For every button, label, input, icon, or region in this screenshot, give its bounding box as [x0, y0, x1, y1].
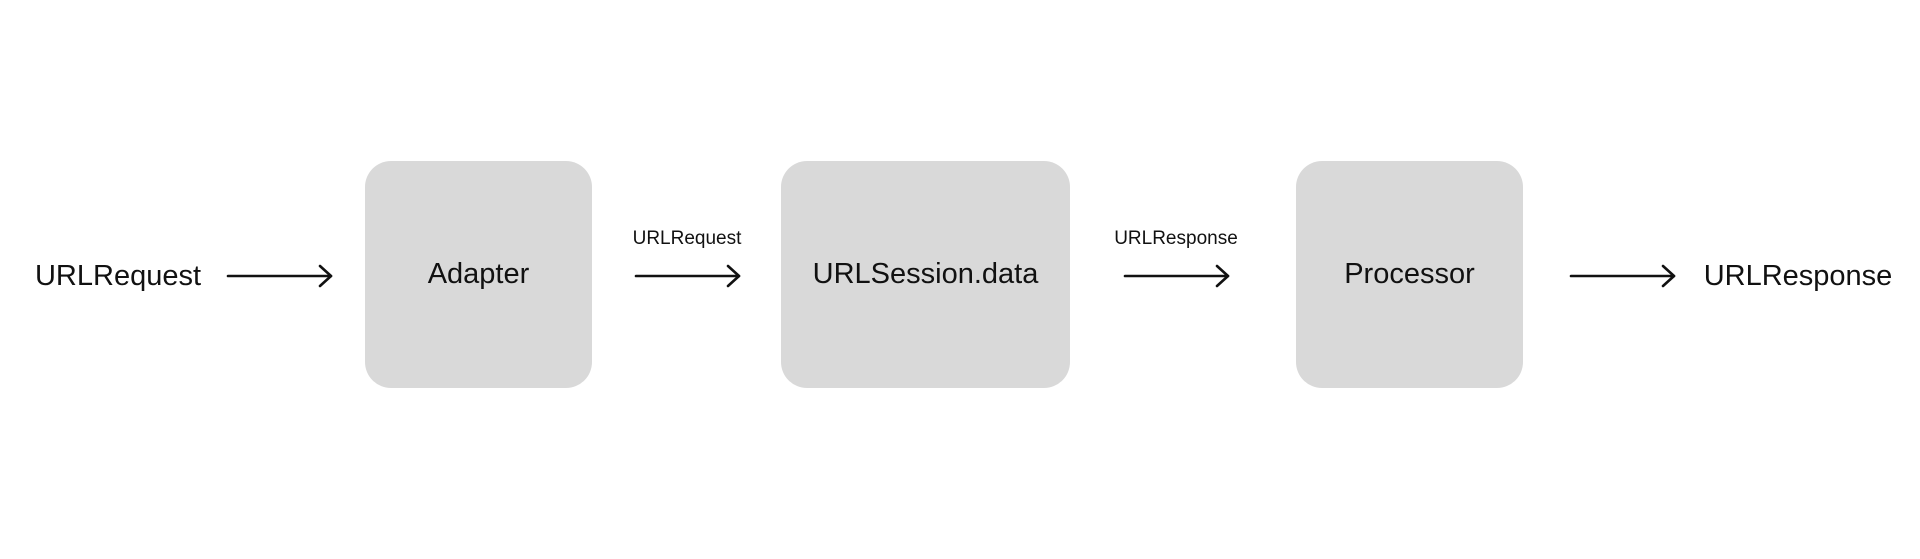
node-urlsession-data-label: URLSession.data — [812, 258, 1039, 290]
edge-label-adapter-to-session: URLRequest — [632, 228, 742, 249]
arrow-processor-to-output — [1569, 264, 1676, 288]
node-adapter: Adapter — [365, 161, 592, 388]
arrow-session-to-processor — [1123, 264, 1230, 288]
output-label: URLResponse — [1703, 260, 1893, 292]
node-urlsession-data: URLSession.data — [781, 161, 1070, 388]
input-label: URLRequest — [34, 260, 202, 292]
node-processor-label: Processor — [1344, 258, 1475, 290]
arrow-input-to-adapter — [226, 264, 333, 288]
node-adapter-label: Adapter — [427, 258, 530, 290]
node-processor: Processor — [1296, 161, 1523, 388]
edge-label-session-to-processor: URLResponse — [1114, 228, 1238, 249]
arrow-adapter-to-session — [634, 264, 741, 288]
